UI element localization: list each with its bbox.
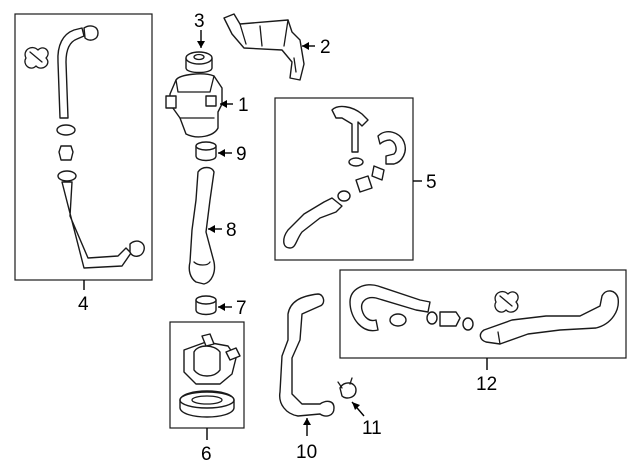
upper-pipe	[331, 105, 369, 153]
hose-set-5[interactable]	[274, 97, 414, 261]
callout-labels: 1 2 3 4 5 6 7 8 9 10 11 12	[78, 11, 497, 465]
callout-6: 6	[201, 444, 212, 465]
callout-11: 11	[362, 418, 382, 439]
spring-clip-12	[494, 290, 519, 313]
lower-clamp	[337, 190, 351, 202]
long-hose	[479, 290, 619, 345]
hose-clamp-9[interactable]	[195, 141, 217, 162]
connector-a	[371, 165, 385, 181]
fitting-clamp-a	[426, 311, 438, 325]
connector-b	[355, 175, 373, 193]
pump-mount-ring-top	[179, 391, 235, 409]
callout-12: 12	[476, 374, 497, 395]
callout-2: 2	[320, 37, 331, 58]
hose-connector	[58, 145, 74, 161]
pump-inlet	[201, 333, 215, 347]
hose-assembly-12[interactable]	[339, 269, 627, 359]
callout-4: 4	[78, 294, 89, 315]
group-box-12	[339, 269, 627, 359]
callout-1: 1	[238, 95, 249, 116]
water-pump-6[interactable]	[169, 321, 245, 429]
callout-5: 5	[426, 172, 437, 193]
hose-clamp-mid	[56, 124, 76, 136]
hose-clamp-11[interactable]	[337, 377, 357, 399]
callout-3: 3	[194, 11, 205, 32]
spring-clip	[24, 46, 49, 69]
bracket-2[interactable]	[223, 13, 305, 81]
loop-hose	[349, 284, 431, 332]
group-box-4	[14, 13, 153, 281]
hose-8[interactable]	[188, 166, 216, 285]
hose-clamp-end	[129, 240, 145, 257]
hose-clamp-top	[83, 25, 99, 41]
bent-hose	[377, 131, 406, 165]
leader-lines	[83, 30, 488, 440]
coolant-reservoir-1[interactable]	[165, 73, 223, 138]
callout-7: 7	[236, 298, 247, 319]
fitting-clamp-b	[462, 317, 474, 331]
upper-clamp	[348, 157, 364, 167]
hose-assembly-4[interactable]	[14, 13, 153, 281]
group-box-5	[274, 97, 414, 261]
callout-8: 8	[226, 220, 237, 241]
reservoir-cap-3[interactable]	[185, 51, 213, 74]
fitting-connector	[439, 311, 461, 327]
pump-motor	[193, 345, 221, 377]
upper-hose	[57, 27, 85, 119]
pump-outlet	[225, 347, 241, 361]
callout-10: 10	[296, 442, 317, 463]
loop-clamp	[389, 313, 407, 327]
hose-clamp-lower	[57, 170, 77, 182]
lower-hose	[283, 197, 343, 249]
hose-clamp-7[interactable]	[195, 295, 217, 316]
hose-10[interactable]	[279, 293, 335, 417]
callout-9: 9	[236, 144, 247, 165]
lower-hose	[61, 181, 132, 269]
